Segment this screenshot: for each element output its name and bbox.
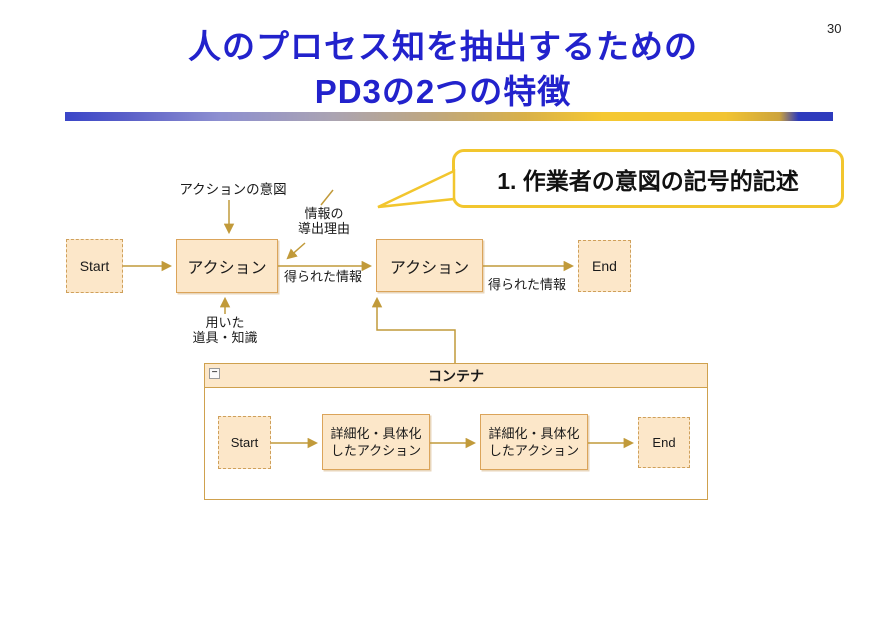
leader-callout-to-reason [320, 189, 334, 206]
node-end: End [578, 240, 631, 292]
container-node-start: Start [218, 416, 271, 469]
page-number: 30 [827, 21, 842, 36]
container-node: − コンテナ [204, 363, 708, 500]
label-action-intent: アクションの意図 [179, 182, 287, 197]
container-header: − コンテナ [205, 364, 707, 388]
slide-title: 人のプロセス知を抽出するための PD3の2つの特徴 [0, 24, 886, 114]
node-start-label: Start [79, 258, 110, 274]
container-node-end: End [638, 417, 690, 468]
label-used-tools-knowledge: 用いた 道具・知識 [192, 315, 258, 345]
label-obtained-info-2: 得られた情報 [488, 277, 567, 292]
callout-text: 1. 作業者の意図の記号的記述 [497, 167, 799, 194]
node-start: Start [66, 239, 123, 293]
container-node-refined-action-1: 詳細化・具体化 したアクション [322, 414, 430, 470]
collapse-minus-icon[interactable]: − [209, 368, 220, 379]
node-action-1-label: アクション [187, 260, 267, 277]
slide-title-line1: 人のプロセス知を抽出するための [188, 28, 698, 65]
callout-bubble: 1. 作業者の意図の記号的記述 [452, 149, 844, 208]
slide-title-line2: PD3の2つの特徴 [314, 73, 572, 110]
label-obtained-info-1: 得られた情報 [284, 269, 363, 284]
node-action-2: アクション [376, 239, 483, 292]
container-title: コンテナ [428, 367, 484, 384]
label-info-derivation-reason: 情報の 導出理由 [297, 206, 350, 236]
arrow-container-to-action2 [371, 296, 456, 363]
title-underline-bar [65, 112, 833, 121]
node-action-1: アクション [176, 239, 278, 293]
container-node-refined-action-2: 詳細化・具体化 したアクション [480, 414, 588, 470]
arrow-reason-to-edge [286, 242, 306, 260]
node-end-label: End [592, 258, 617, 274]
callout-tail [377, 169, 456, 209]
node-action-2-label: アクション [389, 259, 470, 277]
